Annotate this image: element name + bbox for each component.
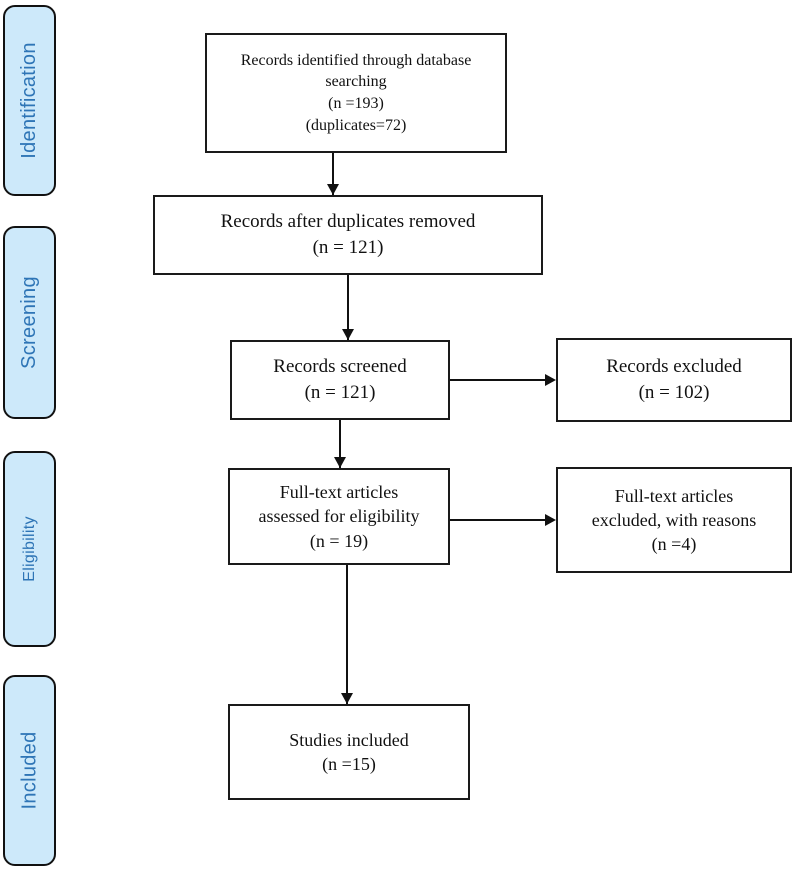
box-fulltext-excluded-text: Full-text articles excluded, with reason… <box>591 485 757 555</box>
box-records-screened: Records screened (n = 121) <box>230 340 450 420</box>
box-studies-included: Studies included (n =15) <box>228 704 470 800</box>
arrow-screened-to-excluded <box>450 374 556 386</box>
stage-screening: Screening <box>3 226 56 419</box>
stage-identification: Identification <box>3 5 56 196</box>
box-records-excluded: Records excluded (n = 102) <box>556 338 792 422</box>
box-fulltext-excluded: Full-text articles excluded, with reason… <box>556 467 792 573</box>
box-records-identified-text: Records identified through database sear… <box>240 51 472 134</box>
box-studies-included-text: Studies included (n =15) <box>289 729 409 774</box>
stage-identification-label: Identification <box>18 42 40 159</box>
box-records-after-duplicates: Records after duplicates removed (n = 12… <box>153 195 543 275</box>
arrow-screened-to-fulltext <box>334 420 346 468</box>
stage-eligibility: Eligibility <box>3 451 56 647</box>
box-records-identified: Records identified through database sear… <box>205 33 507 153</box>
stage-eligibility-label: Eligibility <box>20 516 38 582</box>
stage-included: Included <box>3 675 56 866</box>
arrow-fulltext-to-fulltext-excluded <box>450 514 556 526</box>
box-records-after-duplicates-text: Records after duplicates removed (n = 12… <box>220 211 476 258</box>
box-fulltext-assessed: Full-text articles assessed for eligibil… <box>228 468 450 565</box>
arrow-deduplicated-to-screened <box>342 275 354 340</box>
arrow-identified-to-deduplicated <box>327 153 339 195</box>
stage-included-label: Included <box>18 731 41 810</box>
box-fulltext-assessed-text: Full-text articles assessed for eligibil… <box>258 482 420 551</box>
arrow-fulltext-to-included <box>341 565 353 704</box>
stage-screening-label: Screening <box>18 276 41 369</box>
box-records-screened-text: Records screened (n = 121) <box>273 356 407 403</box>
box-records-excluded-text: Records excluded (n = 102) <box>606 356 742 403</box>
